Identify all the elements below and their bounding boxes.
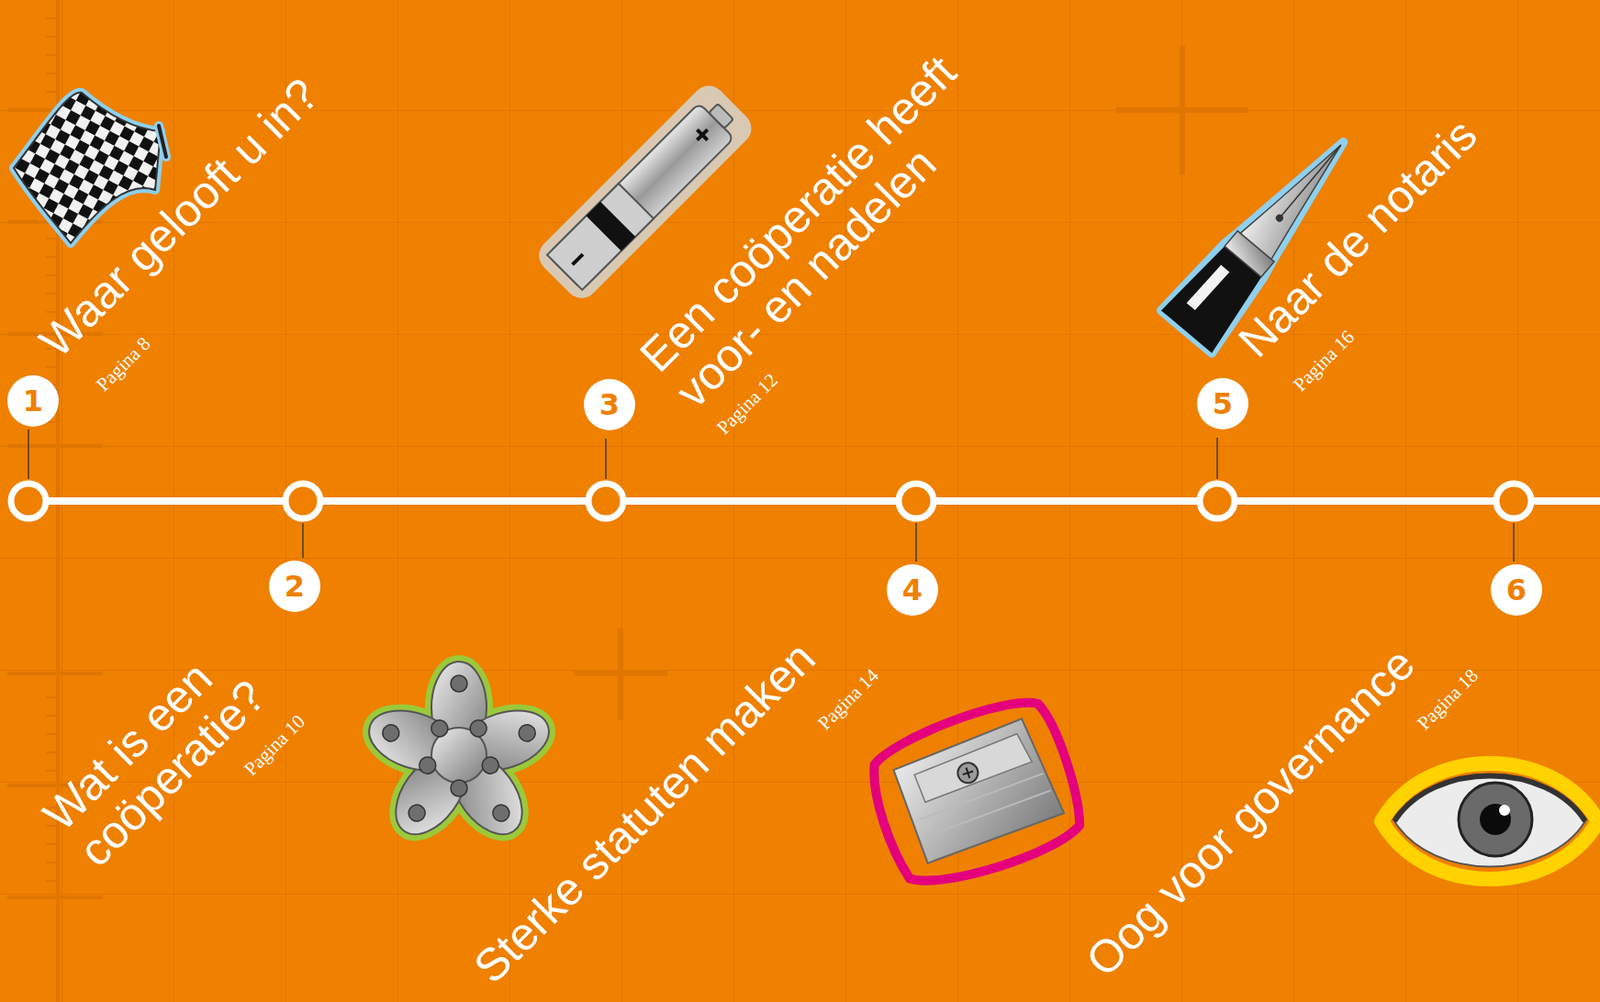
chapter-title: Sterke statuten maken: [464, 632, 826, 994]
page-reference: Pagina 16: [1289, 326, 1359, 396]
callout-circle: 3: [583, 379, 636, 431]
timeline: [28, 497, 1600, 505]
callout-number: 6: [1506, 575, 1527, 605]
callout-circle: 2: [268, 560, 321, 613]
callout-number: 5: [1212, 389, 1233, 419]
callout-number: 1: [22, 386, 44, 416]
callout-circle: 1: [7, 375, 59, 427]
callout-number: 3: [599, 390, 620, 420]
callout-circle: 5: [1197, 378, 1249, 430]
page-reference: Pagina 8: [92, 333, 156, 396]
page-reference: Pagina 14: [814, 665, 884, 735]
callout-circle: 6: [1490, 564, 1543, 616]
eye-illustration: [1381, 763, 1599, 880]
chapter-title: Waar gelooft u in?: [30, 68, 329, 368]
sharpener-illustration: [860, 691, 1091, 897]
callout-number: 2: [284, 571, 305, 602]
chapter-title: Naar de notaris: [1229, 109, 1488, 368]
leader-lines: [28, 429, 1514, 562]
callout-number: 4: [902, 575, 923, 605]
chain-illustration: [361, 661, 558, 848]
timeline-dots: [11, 483, 1532, 519]
chapter-title: Een coöperatie heeft voor- en nadelen: [630, 0, 1066, 418]
callout-circle: 4: [886, 564, 939, 616]
chapter-title: Oog voor governance: [1076, 638, 1425, 987]
